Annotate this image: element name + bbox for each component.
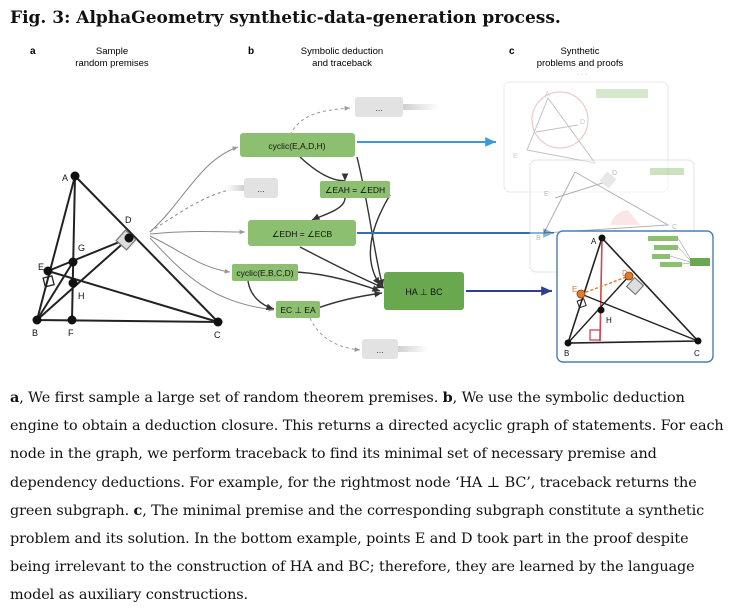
- right-angle-e: [42, 275, 55, 288]
- segment-b-d: [36, 237, 130, 321]
- caption-a-text: , We first sample a large set of random …: [19, 390, 443, 406]
- node-angle-eah-edh: ∠EAH = ∠EDH: [320, 181, 390, 198]
- panel-a-heading-line1: Sample: [96, 46, 128, 57]
- caption-b-letter: b: [442, 389, 453, 406]
- output-arrows: [357, 137, 554, 296]
- svg-text:B: B: [32, 328, 38, 338]
- caption-c-letter: c: [133, 501, 143, 519]
- panel-c-heading: c Synthetic problems and proofs · · ·: [509, 46, 624, 78]
- panel-a-heading: a Sample random premises: [30, 46, 149, 69]
- svg-text:C: C: [214, 330, 221, 340]
- ellipsis-edges: [289, 105, 361, 352]
- premise-geometry: [35, 174, 221, 324]
- node-cyclic-ebcd: cyclic(E,B,C,D): [232, 264, 298, 281]
- svg-text:EC ⊥ EA: EC ⊥ EA: [280, 305, 316, 315]
- svg-text:...: ...: [376, 345, 384, 355]
- panel-b-letter: b: [248, 46, 254, 57]
- ellipsis-node-top: ...: [355, 97, 439, 117]
- svg-text:∠EAH = ∠EDH: ∠EAH = ∠EDH: [325, 185, 385, 195]
- node-ha-perp-bc: HA ⊥ BC: [384, 272, 464, 310]
- caption-b-text: , We use the symbolic deduction engine t…: [10, 390, 724, 519]
- panel-c-heading-line2: problems and proofs: [537, 58, 624, 69]
- node-angle-edh-ecb: ∠EDH = ∠ECB: [248, 220, 356, 246]
- node-cyclic-eadh: cyclic(E,A,D,H): [240, 133, 355, 157]
- segment-e-d: [47, 237, 130, 272]
- svg-text:A: A: [62, 173, 68, 183]
- svg-text:E: E: [38, 262, 44, 272]
- svg-text:D: D: [580, 119, 585, 126]
- svg-text:B: B: [564, 349, 569, 358]
- node-ec-perp-ea: EC ⊥ EA: [276, 301, 320, 318]
- problem-card-1: A D E: [503, 81, 669, 193]
- panel-a-heading-line2: random premises: [75, 58, 149, 69]
- premise-points: [32, 171, 223, 327]
- caption-a-letter: a: [10, 389, 20, 406]
- svg-text:E: E: [513, 153, 518, 160]
- svg-text:...: ...: [257, 184, 265, 194]
- svg-text:F: F: [68, 328, 74, 338]
- panel-c-dots: · · ·: [577, 71, 588, 78]
- problem-card-3: A B C D E H: [556, 230, 714, 363]
- figure-title: Fig. 3: AlphaGeometry synthetic-data-gen…: [10, 8, 561, 28]
- svg-text:...: ...: [375, 103, 383, 113]
- svg-text:cyclic(E,A,D,H): cyclic(E,A,D,H): [268, 141, 325, 151]
- ellipsis-node-left: ...: [226, 178, 278, 198]
- premise-labels: A B C D E F G H: [32, 173, 221, 340]
- caption-c-text: , The minimal premise and the correspond…: [10, 502, 705, 604]
- svg-text:cyclic(E,B,C,D): cyclic(E,B,C,D): [236, 268, 293, 278]
- ellipsis-node-bottom: ...: [362, 339, 428, 359]
- svg-text:E: E: [572, 285, 577, 294]
- svg-text:∠EDH = ∠ECB: ∠EDH = ∠ECB: [272, 229, 333, 239]
- triangle-abc: [35, 174, 221, 324]
- svg-text:B: B: [536, 235, 541, 242]
- sampling-edges: [149, 146, 275, 312]
- figure-diagram: a Sample random premises b Symbolic dedu…: [30, 46, 714, 363]
- panel-b-heading-line2: and traceback: [312, 58, 372, 69]
- svg-text:D: D: [125, 215, 132, 225]
- deduction-edges: [247, 156, 391, 311]
- panel-b-heading-line1: Symbolic deduction: [301, 46, 383, 57]
- panel-b-heading: b Symbolic deduction and traceback: [248, 46, 383, 69]
- panel-c-heading-line1: Synthetic: [560, 46, 599, 57]
- svg-text:C: C: [672, 224, 677, 231]
- svg-text:D: D: [622, 269, 628, 278]
- segment-e-c: [47, 270, 219, 323]
- panel-a-letter: a: [30, 46, 36, 57]
- segment-a-f: [71, 175, 76, 321]
- figure-caption: a, We first sample a large set of random…: [10, 384, 728, 610]
- panel-c-letter: c: [509, 46, 515, 57]
- svg-text:C: C: [694, 349, 700, 358]
- svg-text:D: D: [612, 170, 617, 177]
- svg-text:E: E: [544, 191, 549, 198]
- svg-text:H: H: [78, 291, 85, 301]
- svg-text:G: G: [78, 243, 85, 253]
- segment-b-g: [36, 261, 74, 321]
- svg-text:HA ⊥ BC: HA ⊥ BC: [405, 287, 443, 297]
- svg-text:A: A: [591, 237, 597, 246]
- svg-text:A: A: [545, 91, 550, 98]
- svg-text:H: H: [606, 316, 612, 325]
